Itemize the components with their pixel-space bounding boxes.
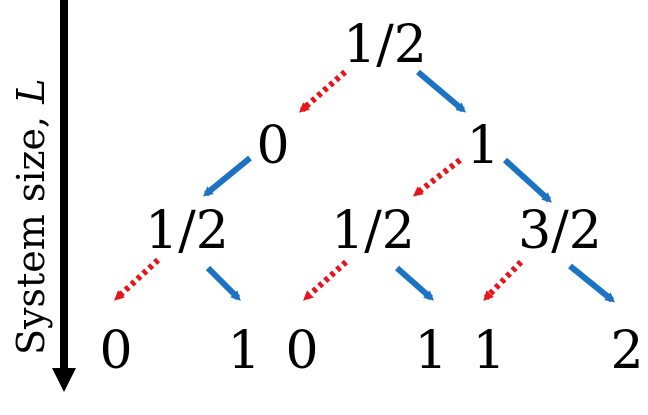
decrease-arrow-n3-n6 — [114, 257, 161, 301]
decrease-arrow-n4-n8 — [303, 259, 349, 301]
node-n5: 3/2 — [518, 201, 602, 261]
axis-label-text: System size, — [9, 104, 53, 355]
system-size-axis — [52, 0, 76, 392]
node-n2: 1 — [466, 116, 499, 176]
increase-arrow-n1-n3 — [202, 155, 252, 197]
node-n6: 0 — [99, 321, 132, 381]
decrease-arrow-n5-n10 — [483, 259, 524, 301]
transition-arrows — [114, 69, 616, 303]
node-n4: 1/2 — [331, 201, 415, 261]
increase-arrow-n4-n9 — [395, 265, 434, 301]
node-n10: 1 — [472, 321, 505, 381]
node-n9: 1 — [414, 321, 447, 381]
node-n7: 1 — [227, 321, 260, 381]
node-n8: 0 — [285, 321, 318, 381]
increase-arrow-n5-n11 — [568, 263, 616, 303]
increase-arrow-n3-n7 — [205, 265, 241, 301]
decrease-arrow-n0-n1 — [299, 69, 347, 113]
node-n11: 2 — [610, 321, 643, 381]
axis-arrowhead — [52, 368, 76, 392]
node-n0: 1/2 — [343, 15, 427, 75]
node-n1: 0 — [256, 116, 289, 176]
node-n3: 1/2 — [145, 201, 229, 261]
decrease-arrow-n2-n4 — [412, 157, 462, 197]
increase-arrow-n0-n2 — [416, 69, 467, 113]
increase-arrow-n2-n5 — [502, 157, 552, 203]
axis-label: System size, L — [9, 79, 53, 355]
tree-nodes: 1/2 0 1 1/2 1/2 3/2 0 1 0 1 1 2 — [99, 15, 643, 381]
axis-variable: L — [9, 79, 53, 105]
